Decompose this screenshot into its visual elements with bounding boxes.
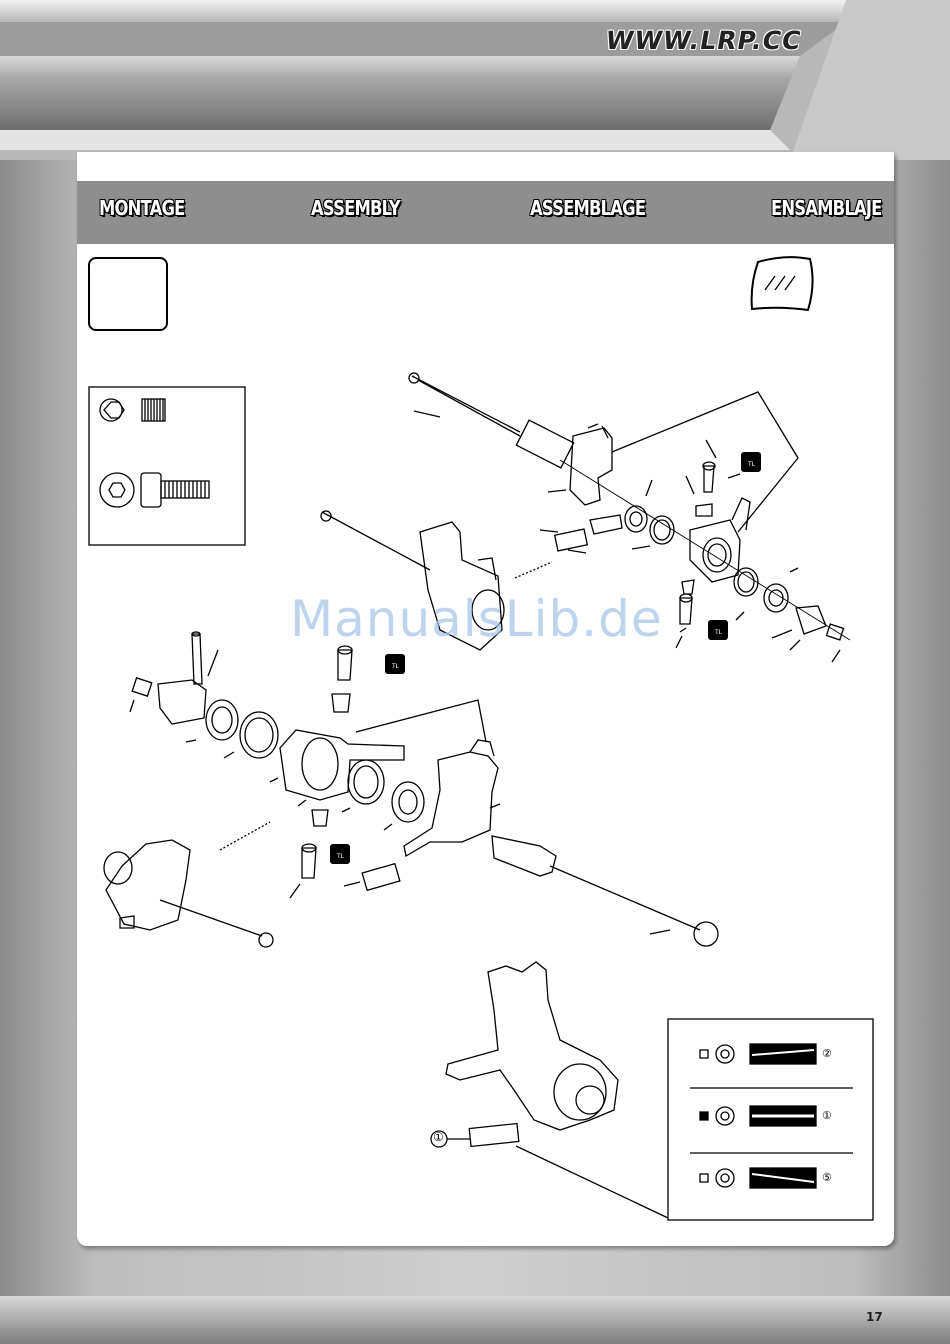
tl-label: TL (748, 461, 755, 468)
hub-detail-view (431, 962, 668, 1218)
middle-exploded-view (104, 632, 718, 947)
shim-mark-1: ② (822, 1047, 832, 1060)
page-number: 17 (866, 1310, 883, 1324)
tl-label: TL (392, 663, 399, 670)
watermark: ManualsLib.de (290, 590, 663, 648)
shim-option-1 (700, 1044, 816, 1064)
tl-label: TL (337, 853, 344, 860)
shim-option-2 (700, 1106, 816, 1126)
parts-box (89, 387, 245, 545)
setscrew-icon (100, 399, 165, 421)
shim-mark-3: ⑤ (822, 1171, 832, 1184)
tool-icon (752, 257, 813, 310)
callout-marker: ① (433, 1130, 444, 1144)
footer-bar (0, 1296, 950, 1344)
shim-mark-2: ① (822, 1109, 832, 1122)
shim-option-3 (700, 1168, 816, 1188)
capscrew-icon (100, 473, 209, 507)
tl-label: TL (715, 629, 722, 636)
